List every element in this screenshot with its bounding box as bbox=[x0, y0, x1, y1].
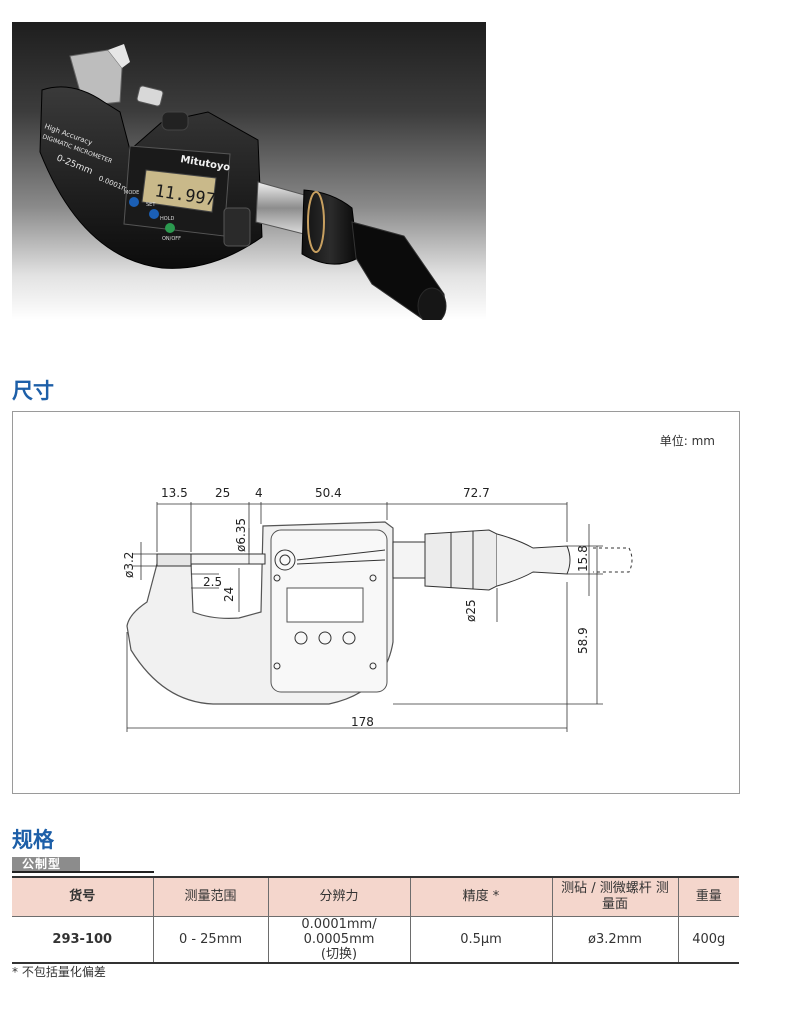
metric-tag-row: 公制型 bbox=[12, 857, 154, 873]
dim-4: 4 bbox=[255, 486, 263, 500]
dimensions-title: 尺寸 bbox=[12, 379, 54, 403]
cell-resolution-note: (切换) bbox=[320, 947, 358, 962]
dimension-diagram: 13.5 25 4 50.4 72.7 2.5 178 ø3.2 ø6.35 2… bbox=[122, 486, 633, 732]
cell-accuracy: 0.5μm bbox=[409, 916, 553, 963]
spec-header-row: 货号 测量范围 分辨力 精度 * 测砧 / 测微螺杆 测量面 重量 bbox=[12, 877, 739, 917]
dim-thimble-dia: ø25 bbox=[464, 599, 478, 622]
photo-btn-onoff: ON/OFF bbox=[162, 236, 181, 242]
unit-label: 单位: mm bbox=[659, 434, 715, 448]
table-row: 293-100 0 - 25mm 0.0001mm/ 0.0005mm (切换)… bbox=[12, 916, 739, 963]
cell-code: 293-100 bbox=[12, 916, 154, 963]
dim-gap: 2.5 bbox=[203, 575, 222, 589]
micrometer-illustration: High Accuracy DIGIMATIC MICROMETER 0-25m… bbox=[39, 44, 447, 320]
dim-depth: 24 bbox=[222, 587, 236, 602]
dim-height: 58.9 bbox=[576, 627, 590, 654]
cell-resolution: 0.0001mm/ 0.0005mm (切换) bbox=[267, 916, 411, 963]
header-weight: 重量 bbox=[677, 877, 739, 917]
dim-spindle-dia: ø6.35 bbox=[234, 518, 248, 552]
dim-50-4: 50.4 bbox=[315, 486, 342, 500]
dim-ratchet-height: 15.8 bbox=[576, 545, 590, 572]
dim-25: 25 bbox=[215, 486, 230, 500]
onoff-button-icon bbox=[165, 223, 175, 233]
dim-72-7: 72.7 bbox=[463, 486, 490, 500]
dim-13-5: 13.5 bbox=[161, 486, 188, 500]
header-resolution: 分辨力 bbox=[267, 877, 411, 917]
header-code: 货号 bbox=[12, 877, 154, 917]
tag-underline bbox=[12, 871, 154, 873]
spec-table: 货号 测量范围 分辨力 精度 * 测砧 / 测微螺杆 测量面 重量 293-10… bbox=[12, 876, 739, 964]
cell-range: 0 - 25mm bbox=[152, 916, 269, 963]
mode-button-icon bbox=[129, 197, 139, 207]
dim-anvil-dia: ø3.2 bbox=[122, 552, 136, 578]
photo-btn-hold: HOLD bbox=[160, 216, 174, 222]
cell-resolution-value: 0.0001mm/ 0.0005mm bbox=[301, 917, 377, 947]
header-accuracy: 精度 * bbox=[409, 877, 553, 917]
product-photo: High Accuracy DIGIMATIC MICROMETER 0-25m… bbox=[12, 22, 486, 320]
header-measuring-face: 测砧 / 测微螺杆 测量面 bbox=[551, 877, 679, 917]
specs-title: 规格 bbox=[12, 828, 54, 852]
set-button-icon bbox=[149, 209, 159, 219]
photo-btn-mode: MODE bbox=[124, 190, 139, 196]
footnote: * 不包括量化偏差 bbox=[12, 965, 106, 979]
dim-total-length: 178 bbox=[351, 715, 374, 729]
dimension-drawing: 单位: mm bbox=[12, 411, 740, 794]
photo-btn-set: SET bbox=[146, 202, 156, 208]
header-range: 测量范围 bbox=[152, 877, 269, 917]
cell-weight: 400g bbox=[677, 916, 739, 963]
metric-tag: 公制型 bbox=[12, 857, 80, 871]
cell-measuring-face: ø3.2mm bbox=[551, 916, 679, 963]
